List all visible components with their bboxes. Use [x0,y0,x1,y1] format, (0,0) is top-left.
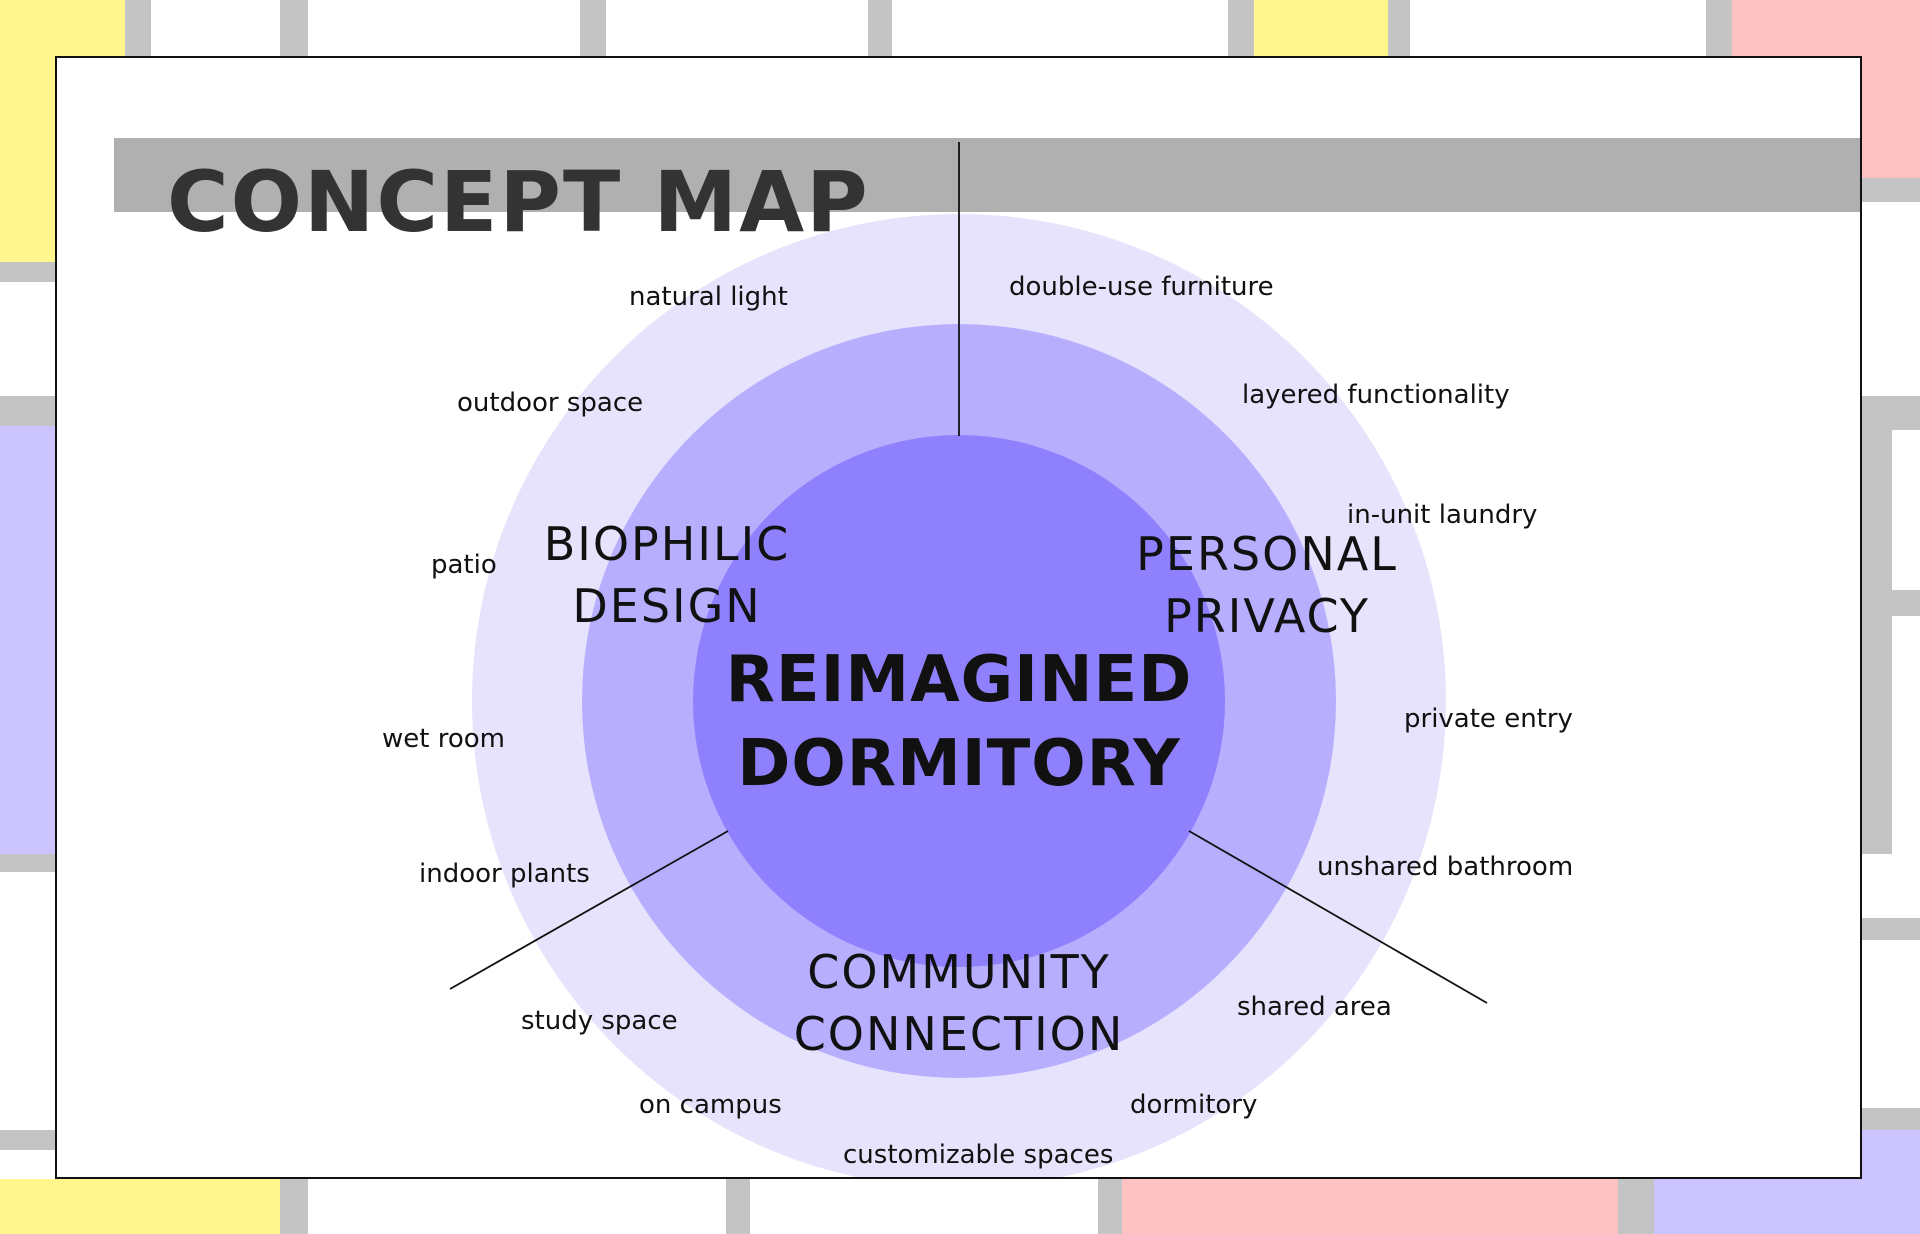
concept-map-board: CONCEPT MAP REIMAGINED DORMITORY BIOPHIL… [55,56,1862,1179]
bg-gray-block [1706,0,1732,56]
keyword-double-use-furniture: double-use furniture [1009,272,1274,302]
bg-gray-block [1618,1179,1654,1234]
bg-gray-block [1862,396,1920,430]
bg-gray-block [280,0,308,56]
center-concept-label: REIMAGINED DORMITORY [699,638,1219,806]
keyword-indoor-plants: indoor plants [419,859,590,889]
bg-gray-block [1862,1108,1920,1130]
bg-gray-block [1388,0,1410,56]
bg-gray-block [0,262,55,282]
divider-line-right [1188,830,1488,1004]
keyword-study-space: study space [521,1006,678,1036]
bg-gray-block [0,396,55,426]
keyword-outdoor-space: outdoor space [457,388,644,418]
keyword-natural-light: natural light [629,282,788,312]
divider-line-left [449,830,729,990]
title-bar [114,138,1860,212]
keyword-private-entry: private entry [1404,704,1573,734]
bg-gray-block [1862,918,1920,940]
page-title: CONCEPT MAP [167,153,870,251]
center-line-2: DORMITORY [737,727,1181,801]
theme-community-connection: COMMUNITY CONNECTION [793,945,1125,1061]
bg-gray-block [1862,430,1892,854]
keyword-dormitory: dormitory [1130,1090,1258,1120]
keyword-in-unit-laundry: in-unit laundry [1347,500,1538,530]
bg-gray-block [0,1130,55,1150]
keyword-shared-area: shared area [1237,992,1392,1022]
bg-gray-block [1862,590,1920,616]
bg-gray-block [0,854,55,872]
core-circle [693,435,1225,967]
bg-gray-block [125,0,151,56]
keyword-wet-room: wet room [382,724,505,754]
bg-gray-block [580,0,606,56]
keyword-patio: patio [431,550,497,580]
keyword-layered-functionality: layered functionality [1242,380,1510,410]
keyword-unshared-bathroom: unshared bathroom [1317,852,1574,882]
bg-gray-block [1098,1179,1122,1234]
theme-personal-privacy: PERSONAL PRIVACY [1136,527,1398,643]
center-line-1: REIMAGINED [725,643,1193,717]
theme-biophilic-design: BIOPHILIC DESIGN [543,517,791,633]
keyword-on-campus: on campus [639,1090,782,1120]
bg-lavender-block-left [0,426,55,854]
bg-gray-block [726,1179,750,1234]
bg-gray-block [1862,178,1920,202]
bg-gray-block [1228,0,1254,56]
bg-yellow-block-top [1254,0,1388,56]
bg-gray-block [280,1179,308,1234]
concept-diagram [449,142,1488,1177]
bg-gray-block [868,0,892,56]
bg-yellow-block-bottom-left [0,1179,280,1234]
bg-pink-block-bottom [1122,1179,1618,1234]
keyword-customizable-spaces: customizable spaces [843,1140,1114,1170]
